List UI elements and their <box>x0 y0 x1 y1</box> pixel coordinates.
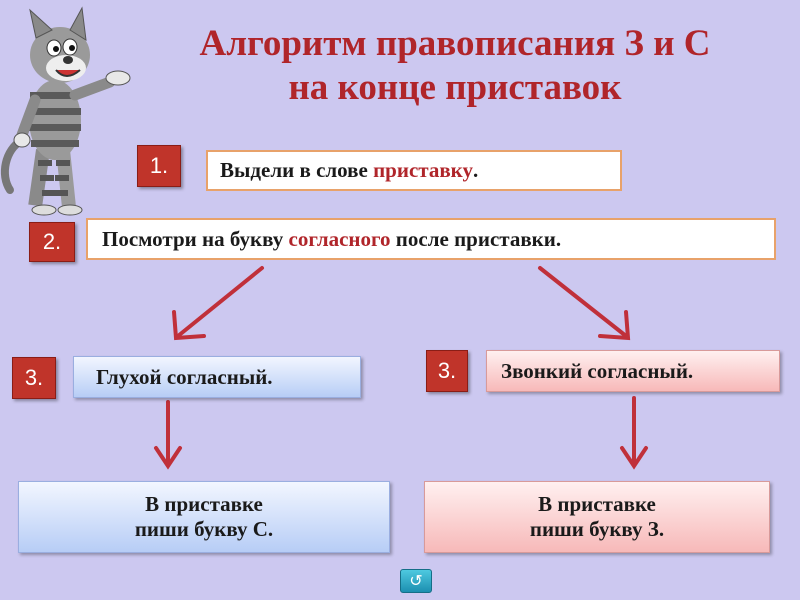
right-result-box: В приставке пиши букву З. <box>424 481 770 553</box>
step-1-text-pre: Выдели в слове <box>220 158 374 182</box>
left-result-box: В приставке пиши букву С. <box>18 481 390 553</box>
right-step-3-badge: 3. <box>426 350 468 392</box>
step-1-badge: 1. <box>137 145 181 187</box>
right-consonant-label: Звонкий согласный. <box>501 358 694 383</box>
return-button[interactable]: ↺ <box>400 569 432 593</box>
left-result-line-2: пиши букву С. <box>134 517 274 541</box>
step-2-badge: 2. <box>29 222 75 262</box>
arrow-left-diagonal-head <box>172 310 206 341</box>
right-result-line-2: пиши букву З. <box>529 517 665 541</box>
arrow-right-down-head <box>620 446 648 470</box>
left-consonant-label: Глухой согласный. <box>96 364 273 389</box>
step-1-text-post: . <box>472 158 479 182</box>
step-1-highlight: приставку <box>373 158 473 182</box>
arrow-right-diagonal-head <box>598 310 631 341</box>
right-result-line-1: В приставке <box>538 492 656 516</box>
title-line-2: на конце приставок <box>288 67 622 108</box>
title-line-1: Алгоритм правописания З и С <box>199 23 711 64</box>
right-consonant-box: Звонкий согласный. <box>486 350 780 392</box>
left-consonant-box: Глухой согласный. <box>73 356 361 398</box>
step-2-text-post: после приставки. <box>390 226 562 251</box>
return-arrow-icon: ↺ <box>409 571 423 590</box>
step-2-highlight: согласного <box>288 226 391 251</box>
left-step-3-badge: 3. <box>12 357 56 399</box>
step-2-text-pre: Посмотри на букву <box>102 226 289 251</box>
page-title: Алгоритм правописания З и С на конце при… <box>110 22 800 110</box>
left-result-line-1: В приставке <box>145 492 263 516</box>
step-1-box: Выдели в слове приставку. <box>206 150 622 191</box>
cat-illustration <box>0 6 131 216</box>
step-2-box: Посмотри на букву согласного после прист… <box>86 218 776 260</box>
arrow-left-diagonal <box>176 266 264 338</box>
arrow-right-diagonal <box>538 266 628 338</box>
arrow-left-down-head <box>154 446 182 470</box>
